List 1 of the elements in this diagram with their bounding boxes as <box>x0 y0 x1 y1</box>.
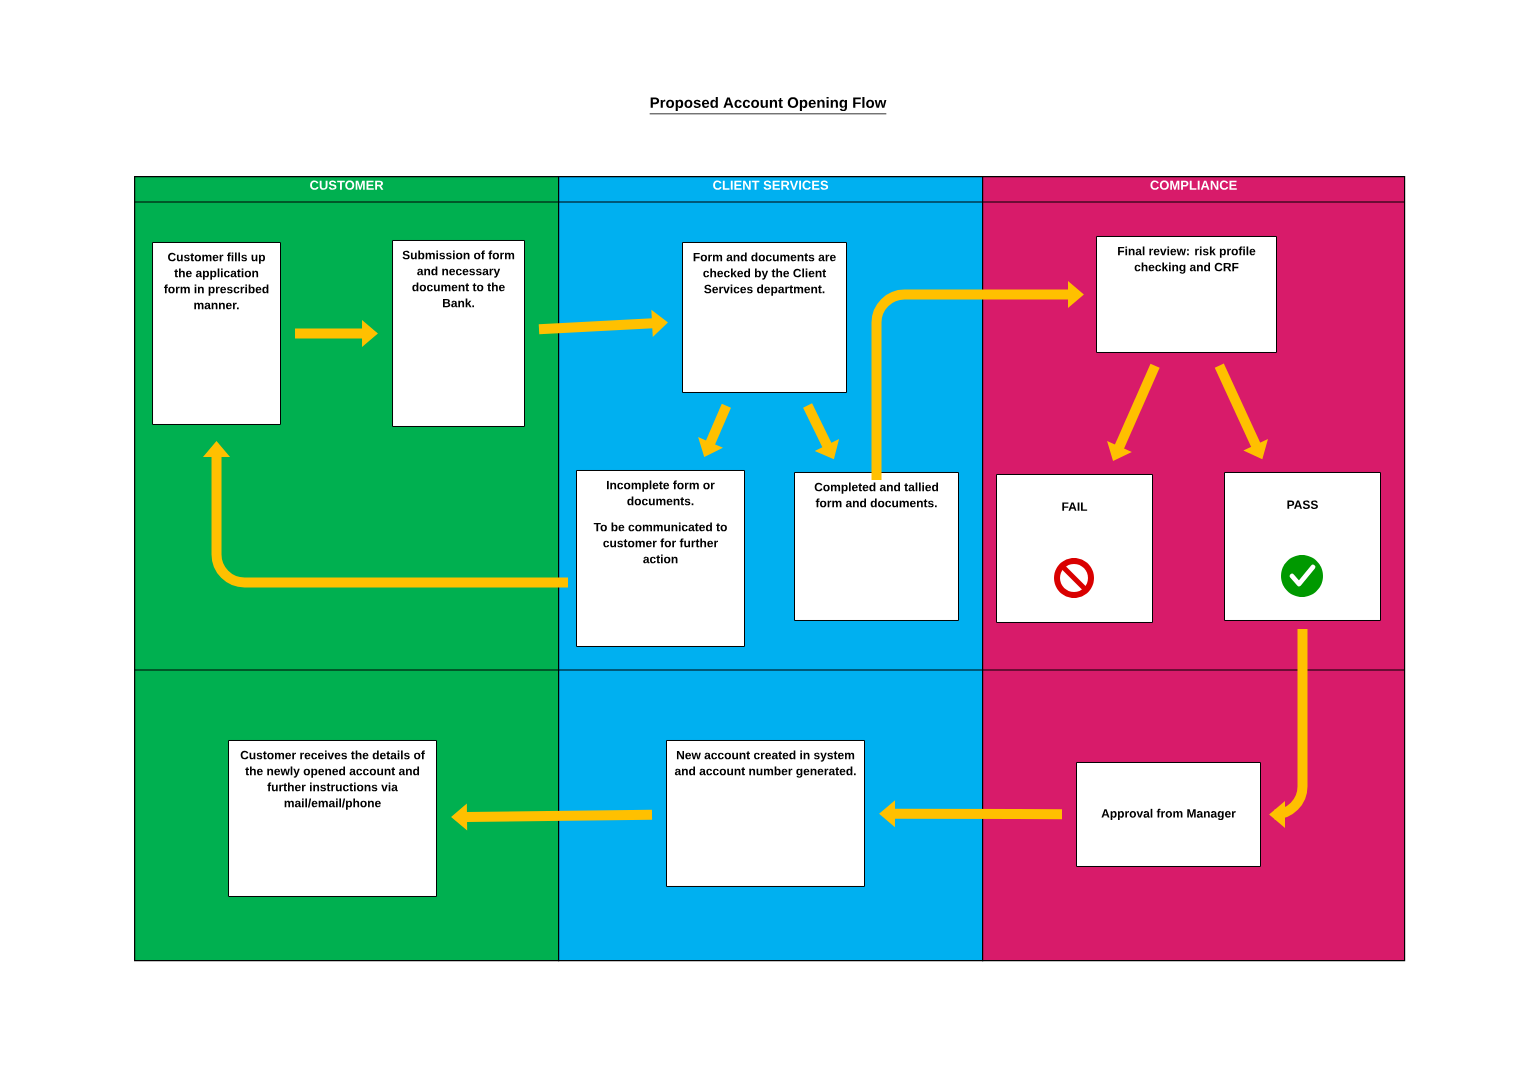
arrow <box>1269 629 1308 829</box>
